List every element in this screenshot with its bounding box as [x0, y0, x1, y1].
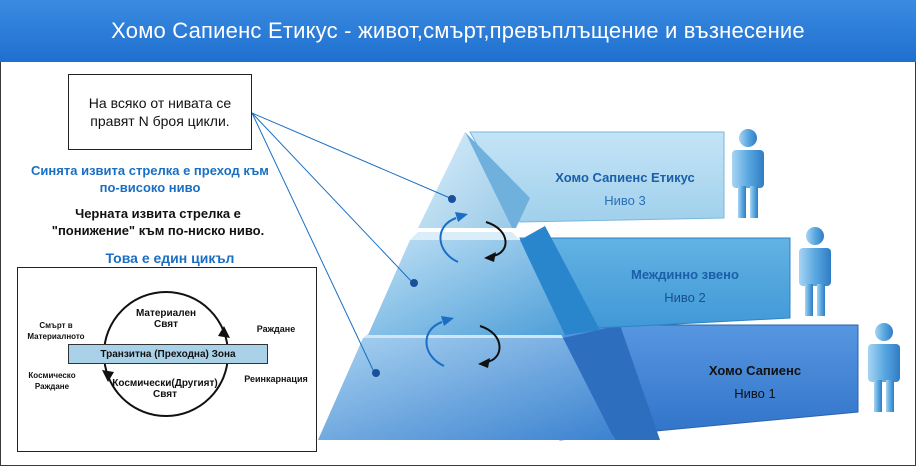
level-3-label: Хомо Сапиенс Етикус Ниво 3: [530, 170, 720, 208]
callout-dot-2: [410, 279, 418, 287]
cycle-diagram: Транзитна (Преходна) Зона Материален Свя…: [17, 267, 317, 452]
page-title: Хомо Сапиенс Етикус - живот,смърт,превъп…: [111, 18, 805, 43]
level-2-top: [410, 232, 520, 240]
blue-arrow-note: Синята извита стрелка е преход към по-ви…: [31, 163, 269, 195]
level-3-face: [418, 132, 512, 228]
level-3-name: Хомо Сапиенс Етикус: [555, 170, 695, 185]
cosmic-world-label: Космически(Другият) Свят: [112, 378, 218, 400]
reincarnation-label: Реинкарнация: [244, 374, 308, 384]
callout-line-2: [251, 112, 413, 283]
black-curved-arrow-icon: [485, 221, 507, 257]
callout-dot-1: [372, 369, 380, 377]
callout-dot-3: [448, 195, 456, 203]
blue-curved-arrow-icon: [439, 217, 459, 263]
level-2-name: Междинно звено: [631, 267, 739, 282]
level-3-number: Ниво 3: [604, 193, 646, 208]
level-1-name: Хомо Сапиенс: [708, 363, 802, 378]
callout-text: На всяко от нивата се правят N броя цикл…: [88, 95, 232, 129]
blue-arrowhead-icon: [455, 212, 468, 222]
birth-label: Раждане: [256, 324, 296, 334]
level-1-side: [563, 325, 660, 440]
black-arrowhead-icon: [484, 252, 496, 262]
level-3-side: [465, 132, 530, 228]
person-icon: [799, 227, 831, 316]
level-2-number: Ниво 2: [664, 290, 706, 305]
person-icon: [732, 129, 764, 218]
blue-curved-arrow-icon: [425, 321, 445, 367]
title-bar: Хомо Сапиенс Етикус - живот,смърт,превъп…: [0, 0, 916, 62]
black-arrow-note: Черната извита стрелка е "понижение" към…: [51, 206, 265, 238]
blue-arrowhead-icon: [441, 316, 454, 326]
callout-box: На всяко от нивата се правят N броя цикл…: [68, 74, 252, 150]
person-icon: [868, 323, 900, 412]
level-1-number: Ниво 1: [734, 386, 776, 401]
cosmic-birth-label: Космическо Раждане: [28, 371, 76, 391]
callout-line-1: [251, 112, 375, 373]
callout-line-3: [251, 112, 451, 199]
transit-zone: Транзитна (Преходна) Зона: [68, 344, 268, 364]
black-curved-arrow-icon: [479, 325, 501, 363]
level-1-label: Хомо Сапиенс Ниво 1: [660, 363, 850, 401]
cycle-title: Това е един цикъл: [105, 250, 235, 266]
level-1-face: [318, 338, 615, 440]
cycle-arrowhead-icon: [218, 326, 230, 338]
black-arrowhead-icon: [478, 358, 490, 368]
level-2-face: [368, 240, 565, 335]
cycle-arrowhead-icon: [102, 370, 114, 382]
level-2-side: [520, 226, 600, 335]
level-2-label: Междинно звено Ниво 2: [590, 267, 780, 305]
material-world-label: Материален Свят: [135, 308, 197, 330]
death-label: Смърт в Материалното: [27, 321, 85, 341]
